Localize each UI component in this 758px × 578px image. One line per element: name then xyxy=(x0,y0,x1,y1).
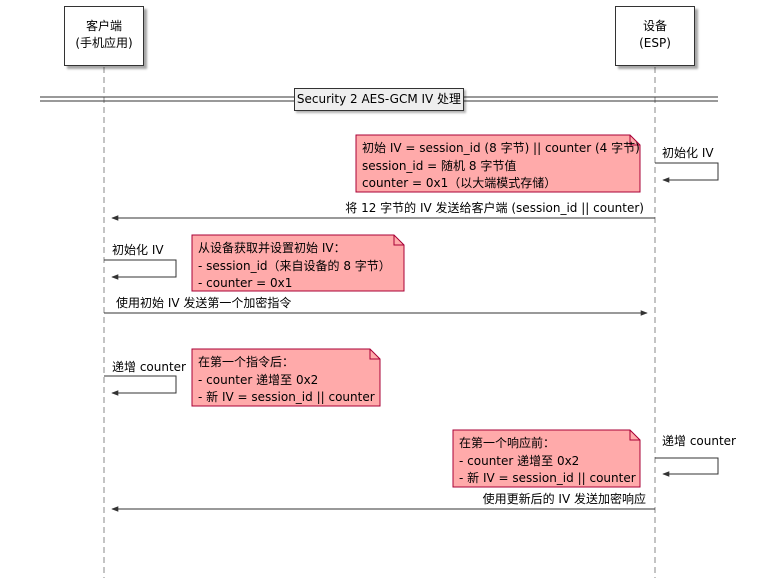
note-line: - counter 递增至 0x2 xyxy=(198,372,319,387)
send-response-label: 使用更新后的 IV 发送加密响应 xyxy=(482,492,646,506)
note-line: session_id = 随机 8 字节值 xyxy=(362,158,517,173)
client-self-label-1: 初始化 IV xyxy=(112,243,164,257)
note-line: - counter 递增至 0x2 xyxy=(459,453,580,468)
note-fold xyxy=(629,135,640,146)
note-line: counter = 0x1（以大端模式存储） xyxy=(362,176,557,190)
note-fold xyxy=(629,430,640,441)
send-iv-label: 将 12 字节的 IV 发送给客户端 (session_id || counte… xyxy=(345,201,644,215)
note-after-command: 在第一个指令后： - counter 递增至 0x2 - 新 IV = sess… xyxy=(192,350,381,411)
participant-device: 设备 (ESP) xyxy=(615,6,695,66)
note-client-iv-shape xyxy=(191,234,405,292)
participant-client-subtitle: (手机应用) xyxy=(75,36,133,50)
note-line: - 新 IV = session_id || counter xyxy=(459,471,636,485)
participant-client-name: 客户端 xyxy=(85,19,122,33)
note-fold xyxy=(369,349,380,360)
note-line: - counter = 0x1 xyxy=(198,276,293,290)
note-initial-iv-shape xyxy=(355,134,641,193)
note-line: 初始 IV = session_id (8 字节) || counter (4 … xyxy=(362,141,640,155)
note-initial-iv: 初始 IV = session_id (8 字节) || counter (4 … xyxy=(356,136,646,197)
note-line: 在第一个指令后： xyxy=(198,355,295,369)
note-line: - session_id（来自设备的 8 字节） xyxy=(198,258,391,273)
participant-client: 客户端 (手机应用) xyxy=(64,6,144,66)
participant-device-name: 设备 xyxy=(642,19,667,33)
device-increment-label: 递增 counter xyxy=(662,434,736,448)
client-increment-label: 递增 counter xyxy=(112,360,186,374)
note-before-response: 在第一个响应前： - counter 递增至 0x2 - 新 IV = sess… xyxy=(453,431,642,492)
first-command-label: 使用初始 IV 发送第一个加密指令 xyxy=(116,296,292,310)
note-before-response-shape xyxy=(452,429,641,488)
participant-device-subtitle: (ESP) xyxy=(639,36,671,50)
note-line: - 新 IV = session_id || counter xyxy=(198,390,375,404)
device-self-label-1: 初始化 IV xyxy=(662,146,714,160)
note-line: 在第一个响应前： xyxy=(459,436,556,450)
note-after-command-shape xyxy=(191,348,381,407)
client-self-arrow-2 xyxy=(104,375,177,396)
section-divider: Security 2 AES-GCM IV 处理 xyxy=(294,88,464,111)
section-divider-title: Security 2 AES-GCM IV 处理 xyxy=(296,92,462,106)
client-self-arrow-1 xyxy=(104,259,177,280)
note-line: 从设备获取并设置初始 IV： xyxy=(198,241,346,255)
device-self-arrow-1 xyxy=(655,162,719,183)
device-self-arrow-2 xyxy=(655,457,719,477)
note-fold xyxy=(393,235,404,246)
note-client-iv: 从设备获取并设置初始 IV： - session_id（来自设备的 8 字节） … xyxy=(192,236,397,297)
